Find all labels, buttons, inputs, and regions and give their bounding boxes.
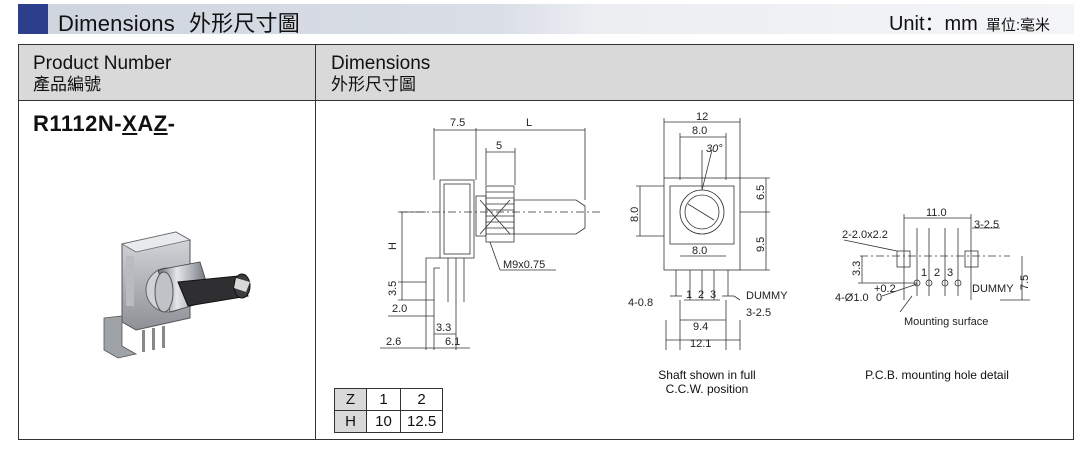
dim-angle: 30°: [706, 143, 723, 155]
column-divider: [315, 45, 316, 439]
front-dummy-label: DUMMY: [746, 290, 788, 302]
header-dimensions-en: Dimensions: [331, 53, 431, 74]
dim-9-4: 9.4: [693, 321, 708, 333]
front-view-drawing: [636, 118, 770, 350]
dim-2-0: 2.0: [392, 303, 407, 315]
section-title-cn: 外形尺寸圖: [188, 11, 300, 36]
part-number-suffix: -: [167, 111, 176, 136]
pcb-hole-tol-plus: +0.2: [874, 283, 896, 295]
part-number-a: A: [137, 111, 154, 136]
front-view-caption-line2: C.C.W. position: [665, 382, 749, 396]
side-view-labels: 7.5 L 5 H 3.5 2.0 3.3 2.6 6.1 M9x0.75: [386, 117, 545, 348]
z-value-1: 1: [366, 388, 401, 411]
part-number-prefix: R1112N-: [33, 111, 123, 136]
pcb-hole-tol-minus: 0: [876, 292, 882, 304]
pcb-pin-3: 3: [947, 267, 953, 279]
spec-table: Product Number 產品編號 Dimensions 外形尺寸圖 R11…: [18, 44, 1074, 440]
dim-3-2-5: 3-2.5: [746, 307, 771, 319]
pcb-dim-3-3: 3.3: [851, 261, 863, 276]
z-row: Z 1 2: [334, 388, 444, 411]
dim-2-6: 2.6: [386, 336, 401, 348]
header-dimensions-cn: 外形尺寸圖: [331, 75, 416, 94]
dim-H: H: [387, 242, 399, 250]
front-pin-1: 1: [686, 289, 692, 301]
dim-9-5: 9.5: [755, 237, 767, 252]
section-title-en: Dimensions: [58, 11, 175, 36]
pcb-dim-3-2-5: 3-2.5: [974, 219, 999, 231]
z-value-2: 2: [399, 388, 444, 411]
pcb-pin-2: 2: [934, 267, 940, 279]
h-value-2: 12.5: [399, 410, 444, 433]
unit-label-en: Unit：mm: [888, 13, 978, 35]
dim-6-1: 6.1: [445, 336, 460, 348]
header-product-number: Product Number 產品編號: [33, 53, 171, 95]
front-view-labels: 12 8.0 30° 6.5 8.0 9.5 8.0 4-0.8 DUMMY 3…: [628, 111, 788, 350]
pcb-hole-spec: 4-Ø1.0: [835, 292, 869, 304]
banner-accent-block: [18, 4, 48, 34]
pcb-layout-labels: 11.0 2-2.0x2.2 3-2.5 3.3 7.5 4-Ø1.0 +0.2…: [835, 207, 1031, 328]
pcb-pin-1: 1: [921, 267, 927, 279]
dim-3-3: 3.3: [436, 322, 451, 334]
pcb-mounting-surface: Mounting surface: [904, 316, 988, 328]
spec-table-header: [19, 45, 1073, 101]
front-pin-2: 2: [698, 289, 704, 301]
part-number-z: Z: [153, 111, 168, 136]
unit-label: Unit：mm 單位:毫米: [889, 7, 1050, 36]
side-view-drawing: [380, 128, 600, 350]
pcb-dim-2-2-0x2-2: 2-2.0x2.2: [842, 229, 888, 241]
dim-8-0-left: 8.0: [629, 207, 641, 222]
header-product-number-en: Product Number: [33, 53, 172, 74]
dim-8-0-bottom: 8.0: [692, 245, 707, 257]
front-view-caption-line1: Shaft shown in full: [658, 368, 756, 382]
section-title: Dimensions 外形尺寸圖: [58, 6, 300, 38]
pcb-dim-7-5: 7.5: [1019, 275, 1031, 290]
front-pin-3: 3: [710, 289, 716, 301]
pcb-layout-drawing: [843, 214, 1030, 313]
dim-12: 12: [696, 111, 708, 123]
dim-4-0-8: 4-0.8: [628, 297, 653, 309]
pcb-caption: P.C.B. mounting hole detail: [865, 368, 1009, 382]
pcb-dummy-label: DUMMY: [972, 283, 1014, 295]
unit-label-cn: 單位:毫米: [985, 17, 1050, 34]
h-row-label: H: [334, 410, 367, 433]
dim-7-5: 7.5: [450, 117, 465, 129]
z-h-table: Z 1 2 H 10 12.5: [334, 388, 444, 433]
part-number: R1112N-XAZ-: [33, 111, 175, 137]
dim-6-5: 6.5: [755, 185, 767, 200]
dim-5: 5: [496, 140, 502, 152]
pcb-dim-11-0: 11.0: [926, 207, 947, 219]
front-view-caption: Shaft shown in full C.C.W. position: [648, 368, 766, 396]
header-product-number-cn: 產品編號: [33, 75, 101, 94]
dim-12-1: 12.1: [690, 338, 711, 350]
h-value-1: 10: [366, 410, 401, 433]
product-illustration: [103, 231, 251, 359]
dim-L: L: [526, 117, 532, 129]
part-number-x: X: [122, 111, 138, 136]
h-row: H 10 12.5: [334, 410, 444, 433]
dim-8-0-top: 8.0: [692, 125, 707, 137]
thread-spec: M9x0.75: [503, 259, 545, 271]
header-dimensions: Dimensions 外形尺寸圖: [331, 53, 430, 95]
dim-3-5: 3.5: [387, 281, 399, 296]
z-row-label: Z: [334, 388, 367, 411]
section-banner: Dimensions 外形尺寸圖 Unit：mm 單位:毫米: [18, 4, 1074, 36]
